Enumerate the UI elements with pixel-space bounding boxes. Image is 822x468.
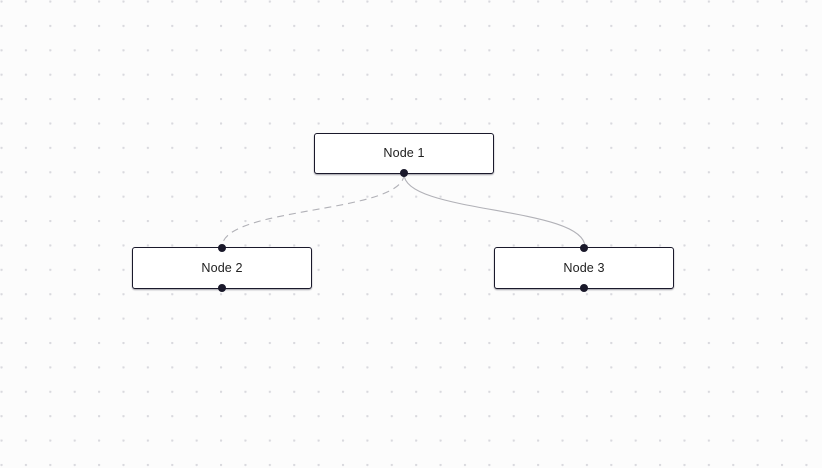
node-label: Node 1 xyxy=(383,146,425,161)
node-node-1[interactable]: Node 1 xyxy=(314,133,494,177)
handle-bottom[interactable] xyxy=(580,284,588,292)
node-node-3[interactable]: Node 3 xyxy=(494,244,674,292)
handle-bottom[interactable] xyxy=(400,169,408,177)
node-label: Node 3 xyxy=(563,260,605,275)
edge-node1-node3[interactable] xyxy=(403,173,586,248)
handle-bottom[interactable] xyxy=(218,284,226,292)
handle-top[interactable] xyxy=(580,244,588,252)
handle-top[interactable] xyxy=(218,244,226,252)
edge-node1-node2[interactable] xyxy=(221,173,405,248)
node-label: Node 2 xyxy=(201,260,243,275)
node-node-2[interactable]: Node 2 xyxy=(132,244,312,292)
